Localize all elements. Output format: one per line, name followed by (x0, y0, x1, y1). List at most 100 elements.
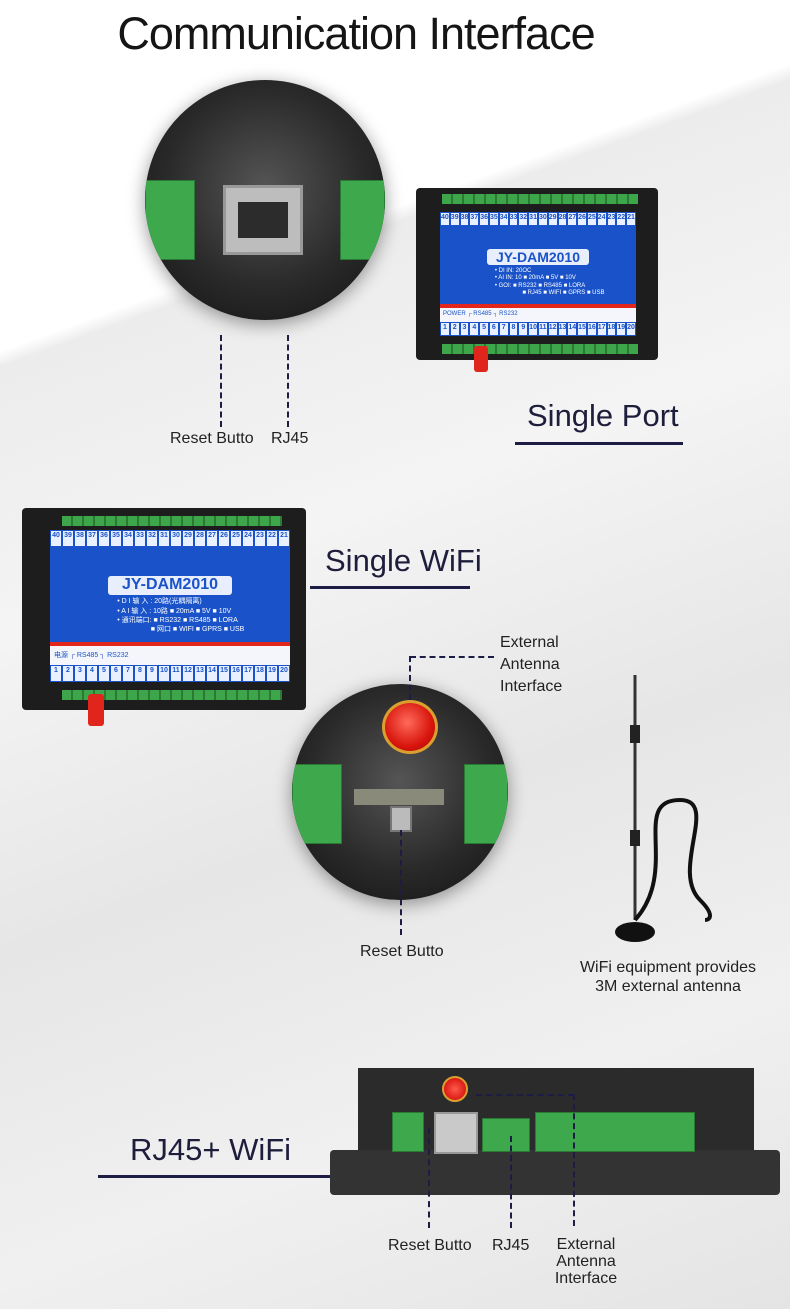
spec-line: • D I 输 入 : 20路(光耦隔离) (117, 598, 202, 606)
terminal-number: 1 (50, 665, 62, 682)
terminal-number: 4 (469, 322, 480, 336)
spec-line: • AI IN: 10 ■ 20mA ■ 5V ■ 10V (494, 275, 576, 282)
terminal-number: 5 (479, 322, 489, 336)
terminal-number: 28 (557, 212, 568, 226)
terminal-number: 20 (626, 322, 636, 336)
terminal-number: 34 (498, 212, 509, 226)
terminal-number: 30 (537, 212, 548, 226)
terminal-number: 14 (206, 665, 218, 682)
terminal-number: 19 (616, 322, 627, 336)
terminal-number: 23 (606, 212, 617, 226)
terminal-number: 39 (62, 530, 74, 547)
terminal-number: 35 (110, 530, 122, 547)
terminal-number: 27 (206, 530, 218, 547)
terminal-number: 31 (528, 212, 538, 226)
model-label: JY-DAM2010 (487, 249, 589, 266)
terminal-number: 20 (278, 665, 290, 682)
terminal-number: 27 (567, 212, 578, 226)
terminal-number: 12 (182, 665, 194, 682)
terminal-number: 9 (518, 322, 529, 336)
terminal-number: 7 (498, 322, 509, 336)
external-antenna-image (615, 675, 712, 942)
terminal-number: 23 (254, 530, 266, 547)
terminal-number: 35 (488, 212, 499, 226)
terminal-number: 32 (146, 530, 158, 547)
spec-line: • 通讯端口: ■ RS232 ■ RS485 ■ LORA (117, 616, 238, 624)
page-title: Communication Interface (117, 8, 595, 59)
terminal-number: 36 (479, 212, 489, 226)
terminal-number: 15 (577, 322, 587, 336)
terminal-number: 15 (218, 665, 230, 682)
terminal-number: 16 (586, 322, 597, 336)
terminal-number: 21 (278, 530, 290, 547)
terminal-number: 9 (146, 665, 158, 682)
terminal-number: 12 (547, 322, 558, 336)
antenna-knob-icon (382, 700, 438, 754)
terminal-number: 13 (194, 665, 206, 682)
terminal-number: 16 (230, 665, 242, 682)
terminal-number: 8 (508, 322, 519, 336)
terminal-number: 2 (62, 665, 74, 682)
terminal-number: 25 (586, 212, 597, 226)
terminal-number: 30 (170, 530, 182, 547)
terminal-number: 10 (158, 665, 170, 682)
power-label: POWER ┌ RS485 ┐ RS232 (443, 310, 518, 317)
rj45-port (223, 185, 303, 255)
model-label: JY-DAM2010 (107, 575, 233, 596)
terminal-number: 33 (508, 212, 519, 226)
terminal-number: 25 (230, 530, 242, 547)
spec-line: • A I 输 入 : 10路 ■ 20mA ■ 5V ■ 10V (117, 607, 232, 615)
terminal-number: 3 (74, 665, 86, 682)
antenna-knob-icon (442, 1076, 468, 1102)
terminal-number: 10 (528, 322, 538, 336)
terminal-number: 39 (449, 212, 460, 226)
reset-button-label: Reset Butto (360, 943, 444, 960)
single-wifi-heading: Single WiFi (325, 543, 482, 578)
terminal-number: 6 (110, 665, 122, 682)
terminal-number: 40 (50, 530, 62, 547)
rj45-label: RJ45 (271, 430, 309, 447)
terminal-number: 14 (567, 322, 578, 336)
reset-button (390, 806, 412, 832)
single-port-heading: Single Port (527, 398, 679, 433)
antenna-connector (88, 694, 104, 726)
terminal-number: 33 (134, 530, 146, 547)
reset-button-label: Reset Butto (388, 1237, 472, 1254)
terminal-number: 4 (86, 665, 98, 682)
rj45-port (434, 1112, 478, 1154)
terminal-number: 18 (254, 665, 266, 682)
terminal-number: 3 (459, 322, 470, 336)
terminal-number: 6 (488, 322, 499, 336)
terminal-number: 26 (577, 212, 587, 226)
terminal-number: 32 (518, 212, 529, 226)
rj45-wifi-heading: RJ45+ WiFi (130, 1132, 292, 1167)
terminal-number: 24 (242, 530, 254, 547)
terminal-number: 2 (449, 322, 460, 336)
spec-line: • GOI: ■ RS232 ■ RS485 ■ LORA (494, 282, 586, 289)
terminal-number: 13 (557, 322, 568, 336)
terminal-number: 22 (616, 212, 627, 226)
terminal-number: 18 (606, 322, 617, 336)
terminal-number: 37 (469, 212, 480, 226)
terminal-number: 38 (74, 530, 86, 547)
antenna-connector (474, 346, 488, 372)
terminal-number: 26 (218, 530, 230, 547)
terminal-number: 29 (182, 530, 194, 547)
device-rj45-wifi (330, 1068, 780, 1195)
terminal-number: 11 (170, 665, 182, 682)
terminal-number: 38 (459, 212, 470, 226)
terminal-number: 1 (440, 322, 450, 336)
rj45-label: RJ45 (492, 1237, 530, 1254)
terminal-number: 21 (626, 212, 636, 226)
terminal-number: 34 (122, 530, 134, 547)
spec-line: ■ 网口 ■ WIFI ■ GPRS ■ USB (150, 625, 245, 633)
terminal-number: 17 (242, 665, 254, 682)
terminal-number: 28 (194, 530, 206, 547)
rj45-closeup-photo (145, 80, 385, 320)
terminal-number: 5 (98, 665, 110, 682)
terminal-number: 22 (266, 530, 278, 547)
